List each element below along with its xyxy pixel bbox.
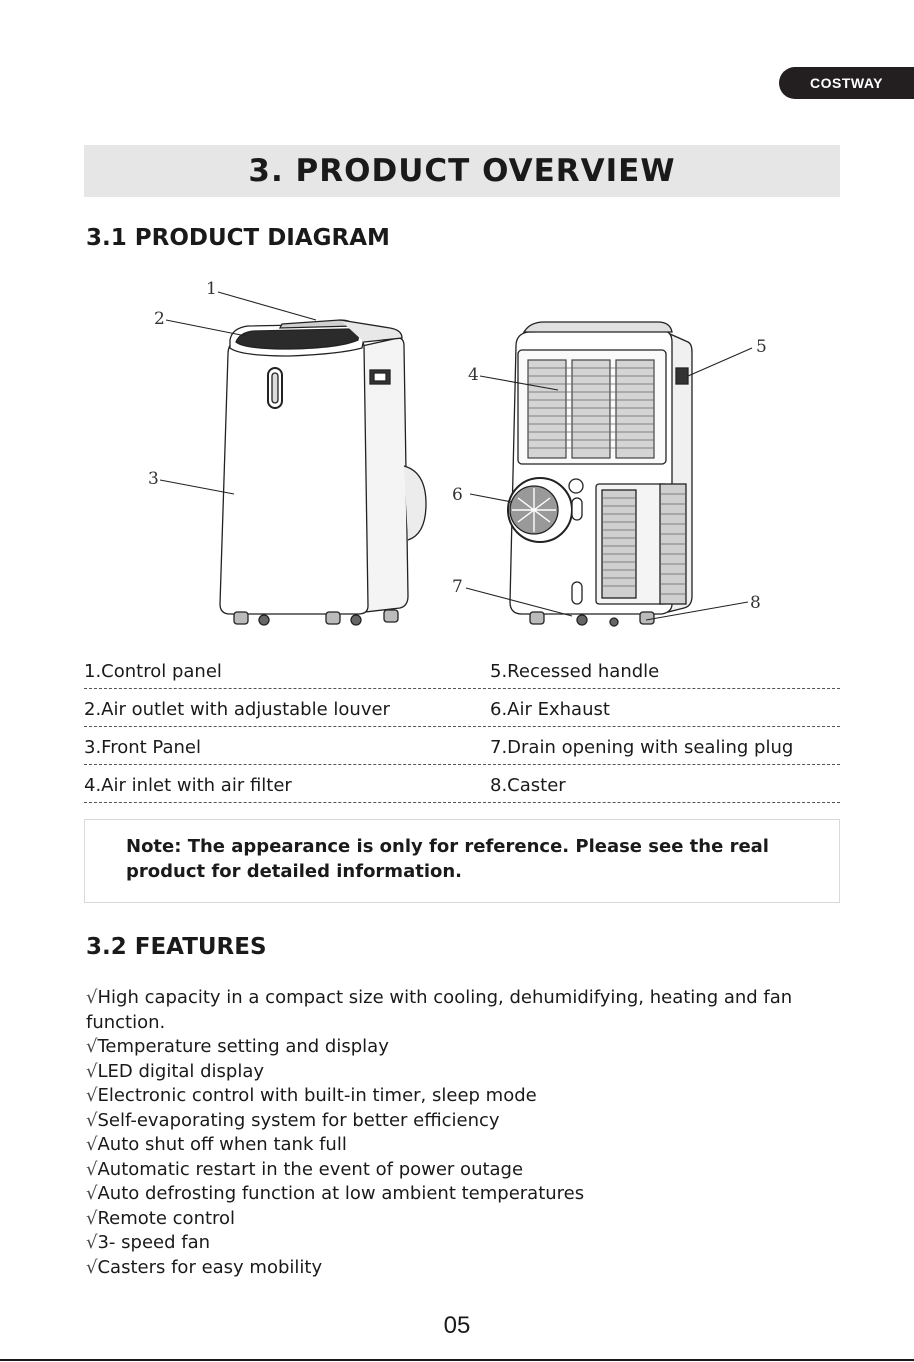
features-list: √High capacity in a compact size with co… — [86, 986, 836, 1280]
part-label: 8.Caster — [490, 775, 566, 796]
check-mark-icon: √ — [86, 1256, 98, 1278]
callout-4: 4 — [468, 365, 479, 385]
note-text: Note: The appearance is only for referen… — [126, 836, 769, 882]
callout-6: 6 — [452, 485, 463, 505]
section-banner: 3. PRODUCT OVERVIEW — [84, 145, 840, 197]
check-mark-icon: √ — [86, 1232, 98, 1253]
part-label: 5.Recessed handle — [490, 661, 660, 682]
feature-item: √3- speed fan — [86, 1232, 211, 1253]
callout-3: 3 — [148, 469, 159, 489]
feature-item: √High capacity in a compact size with co… — [86, 987, 793, 1033]
check-mark-icon: √ — [86, 987, 98, 1008]
check-mark-icon: √ — [86, 1085, 98, 1106]
check-mark-icon: √ — [86, 1109, 98, 1131]
part-label: 4.Air inlet with air filter — [84, 775, 292, 796]
air-conditioner-illustration: 1 2 3 4 5 6 7 8 — [148, 279, 767, 627]
check-mark-icon: √ — [86, 1134, 98, 1155]
part-label: 6.Air Exhaust — [490, 699, 610, 720]
feature-item: √LED digital display — [86, 1060, 265, 1082]
part-label: 3.Front Panel — [84, 737, 201, 758]
front-unit — [219, 319, 427, 626]
check-mark-icon: √ — [86, 1207, 98, 1229]
callout-8: 8 — [750, 593, 761, 613]
parts-row: 3.Front Panel 7.Drain opening with seali… — [84, 727, 840, 765]
feature-item: √Electronic control with built-in timer,… — [86, 1085, 537, 1106]
parts-row: 2.Air outlet with adjustable louver 6.Ai… — [84, 689, 840, 727]
note-box: Note: The appearance is only for referen… — [84, 819, 840, 903]
part-label: 7.Drain opening with sealing plug — [490, 737, 794, 758]
product-diagram: 1 2 3 4 5 6 7 8 — [140, 276, 780, 638]
features-heading: 3.2 FEATURES — [86, 934, 267, 960]
page-number: 05 — [443, 1312, 471, 1339]
check-mark-icon: √ — [86, 1060, 98, 1082]
callout-7: 7 — [452, 577, 463, 597]
feature-item: √Casters for easy mobility — [86, 1256, 323, 1278]
bottom-rule — [0, 1359, 914, 1361]
parts-list: 1.Control panel 5.Recessed handle 2.Air … — [84, 651, 840, 803]
brand-name: COSTWAY — [810, 75, 883, 91]
section-title: 3. PRODUCT OVERVIEW — [248, 153, 676, 189]
part-label: 2.Air outlet with adjustable louver — [84, 699, 390, 720]
feature-item: √Automatic restart in the event of power… — [86, 1158, 524, 1180]
check-mark-icon: √ — [86, 1183, 98, 1204]
leader-lines — [159, 291, 753, 621]
feature-item: √Self-evaporating system for better effi… — [86, 1109, 500, 1131]
part-label: 1.Control panel — [84, 661, 222, 682]
parts-row: 4.Air inlet with air filter 8.Caster — [84, 765, 840, 803]
feature-item: √Temperature setting and display — [86, 1036, 389, 1057]
feature-item: √Auto shut off when tank full — [86, 1134, 347, 1155]
check-mark-icon: √ — [86, 1158, 98, 1180]
callout-5: 5 — [756, 337, 767, 357]
brand-logo-tab: COSTWAY — [779, 67, 914, 99]
check-mark-icon: √ — [86, 1036, 98, 1057]
callout-2: 2 — [154, 309, 165, 329]
callout-1: 1 — [206, 279, 217, 299]
feature-item: √Auto defrosting function at low ambient… — [86, 1183, 585, 1204]
back-unit — [507, 321, 693, 627]
diagram-heading: 3.1 PRODUCT DIAGRAM — [86, 225, 390, 251]
feature-item: √Remote control — [86, 1207, 236, 1229]
parts-row: 1.Control panel 5.Recessed handle — [84, 651, 840, 689]
